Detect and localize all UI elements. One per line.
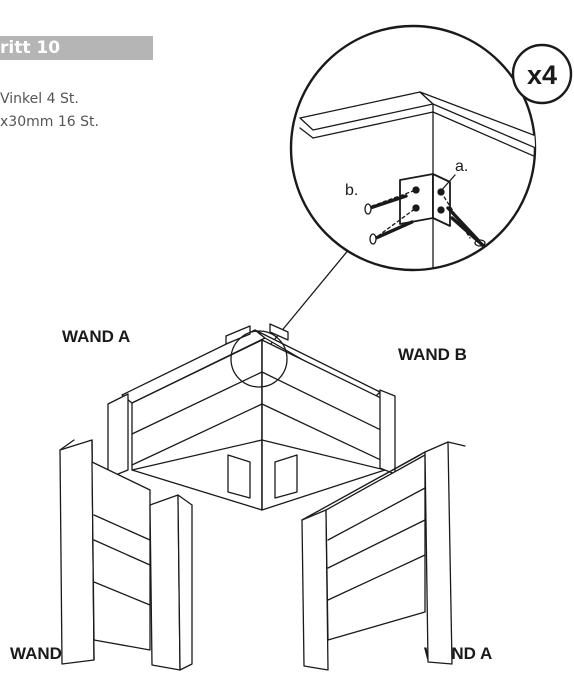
parts-list-item-screw: x30mm 16 St. [0,114,99,130]
front-right-wall [301,441,466,671]
quantity-badge-text: x4 [527,60,557,90]
front-left-wall [59,439,193,671]
label-a: a. [455,158,468,175]
detail-magnifier [289,24,573,272]
quantity-badge [511,43,573,105]
post-right-back [379,389,396,475]
detail-marker-circle [230,330,288,388]
label-wand-top-right: WAND B [398,345,467,364]
step-header-bar [0,36,153,60]
post-left-back [107,393,129,479]
parts-list-item-bracket: Vinkel 4 St. [0,91,79,107]
label-wand-top-left: WAND A [62,327,131,346]
back-corner-walls [107,323,396,511]
label-b: b. [345,182,358,199]
step-title: ritt 10 [0,38,61,58]
leader-line [269,247,351,346]
